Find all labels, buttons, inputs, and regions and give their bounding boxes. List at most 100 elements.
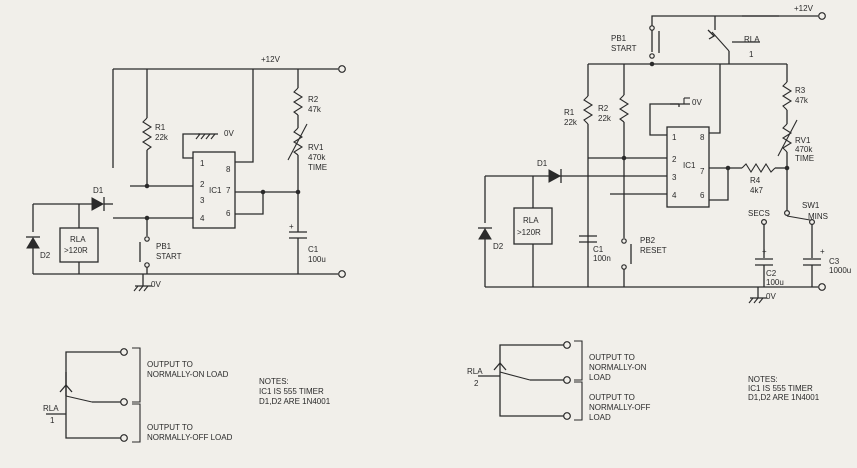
left-ic1-gnd-wire <box>182 133 200 159</box>
right-r4-resistor <box>741 162 776 174</box>
left-ic1-pin2: 2 <box>200 180 205 189</box>
right-d2-diode <box>478 228 492 240</box>
right-r3-value: 47k <box>795 96 809 105</box>
right-rv1-label: RV1 <box>795 136 811 145</box>
right-pb2-contact-top <box>621 238 627 244</box>
right-rla-contact-label: RLA <box>744 35 760 44</box>
right-node-pb1 <box>649 61 655 67</box>
left-ground-terminal <box>338 270 346 278</box>
left-rv1-fn: TIME <box>308 163 327 172</box>
right-gnd-hatch <box>748 297 764 304</box>
right-d1-label: D1 <box>537 159 548 168</box>
right-out-off-1: OUTPUT TO <box>589 393 635 402</box>
right-rla-contact-arrow <box>707 29 716 40</box>
right-contact-arrow <box>493 362 507 371</box>
right-pin6-wire <box>709 168 729 201</box>
left-ic1-pin1: 1 <box>200 159 205 168</box>
right-contact-no-terminal <box>563 341 571 349</box>
right-contact-mid-terminal <box>563 376 571 384</box>
right-out-on-1: OUTPUT TO <box>589 353 635 362</box>
left-rla-coil <box>59 227 99 263</box>
left-pb1-contact-top <box>144 236 150 242</box>
right-pb1-fn: START <box>611 44 637 53</box>
right-out-on-2: NORMALLY-ON <box>589 363 647 372</box>
right-node-rv1 <box>784 165 790 171</box>
right-supply-terminal <box>818 12 826 20</box>
left-d1-diode <box>91 197 105 211</box>
left-r1-label: R1 <box>155 123 166 132</box>
right-r4-label: R4 <box>750 176 761 185</box>
right-bracket-on <box>574 340 583 381</box>
right-secs-label: SECS <box>748 209 770 218</box>
right-rv1-arrow <box>777 119 798 157</box>
right-pb2-label: PB2 <box>640 236 656 245</box>
left-ic1-gnd-hatch <box>195 133 216 140</box>
right-bracket-off <box>574 381 583 421</box>
right-pb1-contact-top <box>649 53 655 59</box>
right-circuit: +12V PB1 START RLA 1 R1 22k R2 22k IC1 <box>467 4 851 422</box>
right-r2-resistor <box>618 94 630 123</box>
right-ic1-pin2: 2 <box>672 155 677 164</box>
right-c3-value: 1000u <box>829 266 851 275</box>
left-gnd-hatch <box>133 285 149 292</box>
right-rv1-resistor <box>781 123 793 153</box>
left-node-pin2 <box>144 183 150 189</box>
right-sw1-common <box>783 210 790 217</box>
right-sw1-arm <box>786 215 811 221</box>
left-node-rv1 <box>295 189 301 195</box>
right-ground-terminal <box>818 283 826 291</box>
right-d2-label: D2 <box>493 242 504 251</box>
left-rv1-resistor <box>292 127 304 156</box>
right-pb1-label: PB1 <box>611 34 627 43</box>
left-notes-line1: IC1 IS 555 TIMER <box>259 387 324 396</box>
left-bracket-off <box>132 403 141 443</box>
right-rla-coil <box>513 207 553 245</box>
left-ground-label: 0V <box>151 280 161 289</box>
right-rv1-value: 470k <box>795 145 813 154</box>
right-notes-title: NOTES: <box>748 375 778 384</box>
left-ic1-pin6: 6 <box>226 209 231 218</box>
left-out-off-1: OUTPUT TO <box>147 423 193 432</box>
right-rla-contact-num: 1 <box>749 50 754 59</box>
left-ic1-pin7: 7 <box>226 186 231 195</box>
left-pin6-wire <box>235 192 264 215</box>
right-c3-label: C3 <box>829 257 840 266</box>
right-pb2-fn: RESET <box>640 246 667 255</box>
right-ic1-pin3: 3 <box>672 173 677 182</box>
left-bracket-on <box>132 347 141 403</box>
left-c1-label: C1 <box>308 245 319 254</box>
left-r2-label: R2 <box>308 95 319 104</box>
left-rla-value: >120R <box>64 246 88 255</box>
right-supply-label: +12V <box>794 4 814 13</box>
right-mins-label: MINS <box>808 212 828 221</box>
left-out-on-1: OUTPUT TO <box>147 360 193 369</box>
right-ground-label: 0V <box>766 292 776 301</box>
left-pb1-label: PB1 <box>156 242 172 251</box>
left-rv1-value: 470k <box>308 153 326 162</box>
right-rv1-fn: TIME <box>795 154 814 163</box>
left-contact-arrow <box>59 384 73 393</box>
right-r1-label: R1 <box>564 108 575 117</box>
left-r2-resistor <box>292 87 304 116</box>
right-out-off-3: LOAD <box>589 413 611 422</box>
left-contact-nc-terminal <box>120 434 128 442</box>
right-ic1-gnd-wire <box>649 103 679 136</box>
left-r1-value: 22k <box>155 133 169 142</box>
right-ic1-pin8: 8 <box>700 133 705 142</box>
right-notes-line2: D1,D2 ARE 1N4001 <box>748 393 820 402</box>
right-ic1-pin7: 7 <box>700 167 705 176</box>
right-contact-arm <box>499 371 531 381</box>
left-supply-label: +12V <box>261 55 281 64</box>
left-out-on-2: NORMALLY-ON LOAD <box>147 370 229 379</box>
left-rv1-arrow <box>287 123 308 161</box>
left-rla-label: RLA <box>70 235 86 244</box>
right-rla-value: >120R <box>517 228 541 237</box>
left-pb1-fn: START <box>156 252 182 261</box>
right-c2-value: 100u <box>766 278 784 287</box>
right-r2-label: R2 <box>598 104 609 113</box>
left-contact-rla-num: 1 <box>50 416 55 425</box>
right-r3-label: R3 <box>795 86 806 95</box>
right-c1-value: 100n <box>593 254 611 263</box>
right-contact-nc-terminal <box>563 412 571 420</box>
